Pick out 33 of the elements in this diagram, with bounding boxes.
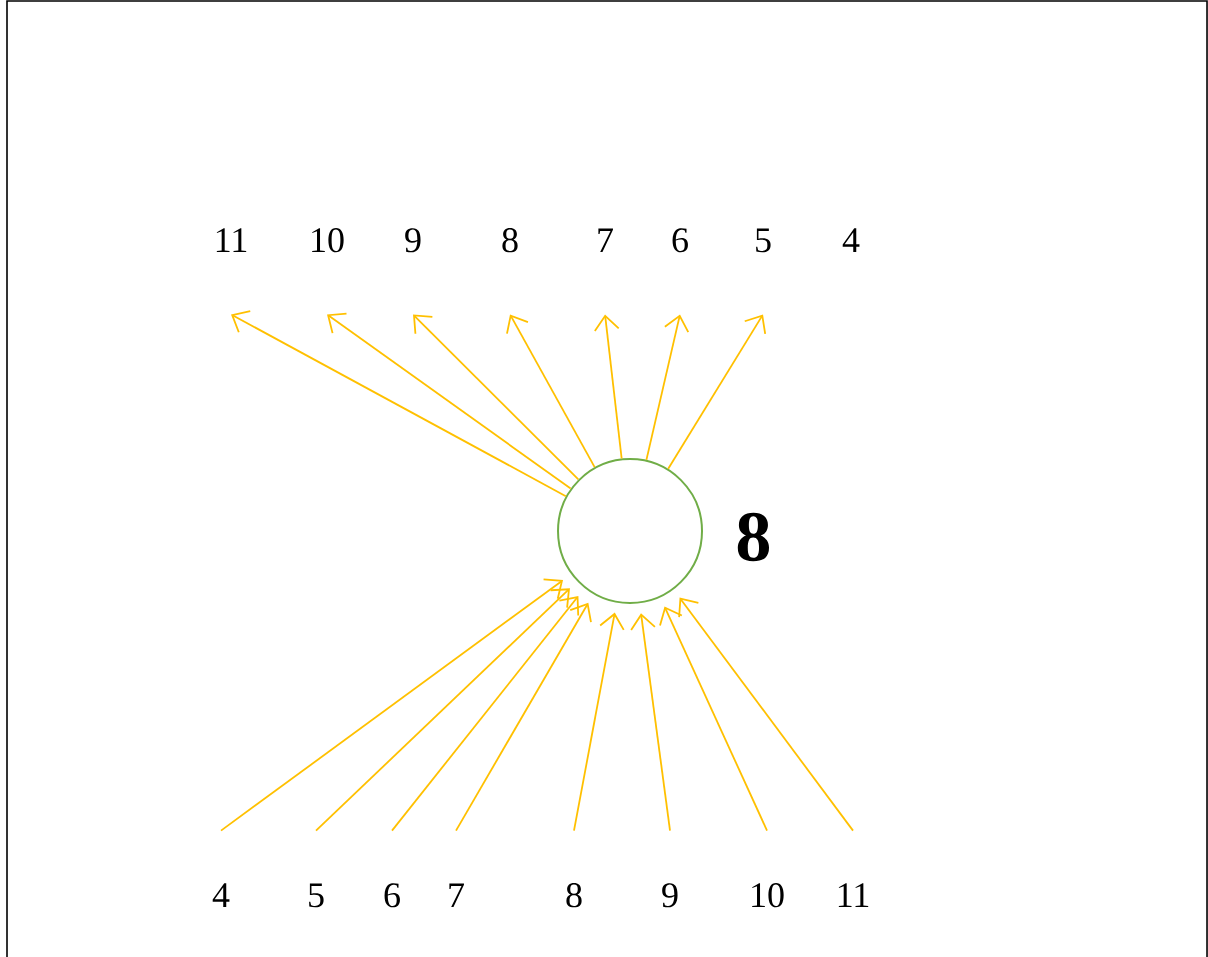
arrow <box>659 606 768 832</box>
number-label: 7 <box>449 883 464 907</box>
circle <box>557 458 703 604</box>
number-label: 6 <box>672 228 688 253</box>
number-label: 5 <box>309 883 324 908</box>
number-label: 6 <box>384 883 400 908</box>
number-label: 10 <box>752 883 784 908</box>
number-label: 5 <box>756 228 771 253</box>
number-label: 9 <box>662 883 678 908</box>
arrow <box>645 314 690 461</box>
arrow <box>573 612 625 832</box>
arrow <box>413 314 580 481</box>
number-label: 11 <box>216 228 247 252</box>
arrow <box>315 588 570 832</box>
number-label: 8 <box>502 228 518 253</box>
bold-number: 8 <box>737 512 769 562</box>
number-label: 4 <box>842 228 860 252</box>
number-label: 11 <box>838 883 869 907</box>
arrow <box>391 596 580 832</box>
arrow <box>593 314 623 460</box>
arrow <box>231 310 567 498</box>
arrow <box>506 314 596 469</box>
arrow <box>220 578 564 832</box>
arrow <box>327 312 572 490</box>
number-label: 8 <box>566 883 582 908</box>
arrow <box>667 314 767 470</box>
number-label: 4 <box>212 883 230 907</box>
arrow <box>455 602 592 832</box>
arrow <box>630 613 671 832</box>
number-label: 9 <box>405 228 421 253</box>
number-label: 10 <box>312 228 344 253</box>
number-label: 7 <box>598 228 613 252</box>
arrow <box>678 597 854 832</box>
